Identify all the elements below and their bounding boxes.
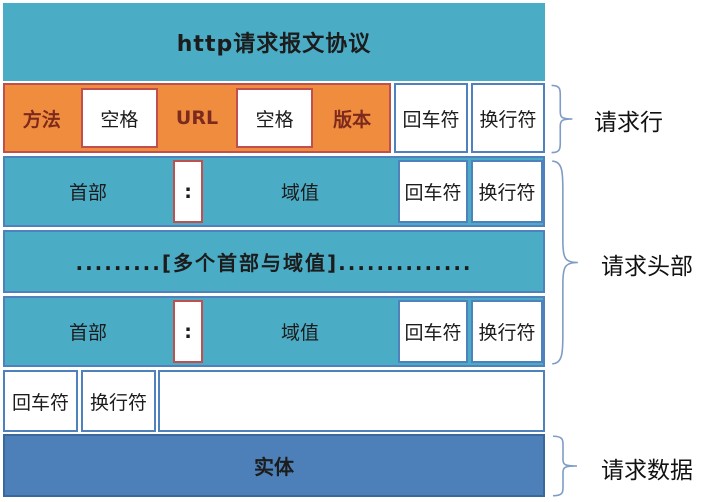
space-cell-2: 空格 <box>235 88 314 148</box>
carriage-return-cell: 回车符 <box>398 160 468 223</box>
url-cell: URL <box>175 107 219 129</box>
version-cell: 版本 <box>333 108 372 131</box>
carriage-return-cell: 回车符 <box>3 370 78 432</box>
request-headers-brace <box>549 157 581 368</box>
request-line-label: 请求行 <box>594 110 663 136</box>
empty-cell <box>158 370 545 432</box>
request-data-brace <box>550 435 580 497</box>
colon-cell: : <box>173 300 203 363</box>
entity-body-row: 实体 <box>3 434 545 497</box>
request-data-label: 请求数据 <box>601 458 693 484</box>
request-line-brace <box>549 84 575 154</box>
method-cell: 方法 <box>22 108 61 131</box>
line-feed-cell: 换行符 <box>471 300 543 363</box>
diagram-title: http请求报文协议 <box>3 3 545 81</box>
request-line-row: 方法 空格 URL 空格 版本 回车符 换行符 <box>3 83 545 153</box>
line-feed-cell: 换行符 <box>471 160 543 223</box>
blank-line-row: 回车符 换行符 <box>3 370 545 432</box>
line-feed-cell: 换行符 <box>81 370 156 432</box>
line-feed-cell: 换行符 <box>471 83 545 153</box>
colon-cell: : <box>173 160 203 223</box>
header-value-cell: 域值 <box>280 322 319 344</box>
carriage-return-cell: 回车符 <box>398 300 468 363</box>
more-headers-row: .........[多个首部与域值].............. <box>3 230 545 293</box>
request-line-orange-group: 方法 空格 URL 空格 版本 <box>3 83 391 153</box>
header-name-cell: 首部 <box>68 322 107 344</box>
carriage-return-cell: 回车符 <box>394 83 468 153</box>
header-field-row-2: 首部 : 域值 回车符 换行符 <box>3 296 545 367</box>
header-field-row-1: 首部 : 域值 回车符 换行符 <box>3 156 545 227</box>
header-name-cell: 首部 <box>68 182 107 204</box>
request-headers-label: 请求头部 <box>601 254 693 280</box>
space-cell-1: 空格 <box>80 88 159 148</box>
diagram-body: http请求报文协议 方法 空格 URL 空格 版本 回车符 换行符 首部 : … <box>3 0 545 502</box>
header-value-cell: 域值 <box>280 182 319 204</box>
